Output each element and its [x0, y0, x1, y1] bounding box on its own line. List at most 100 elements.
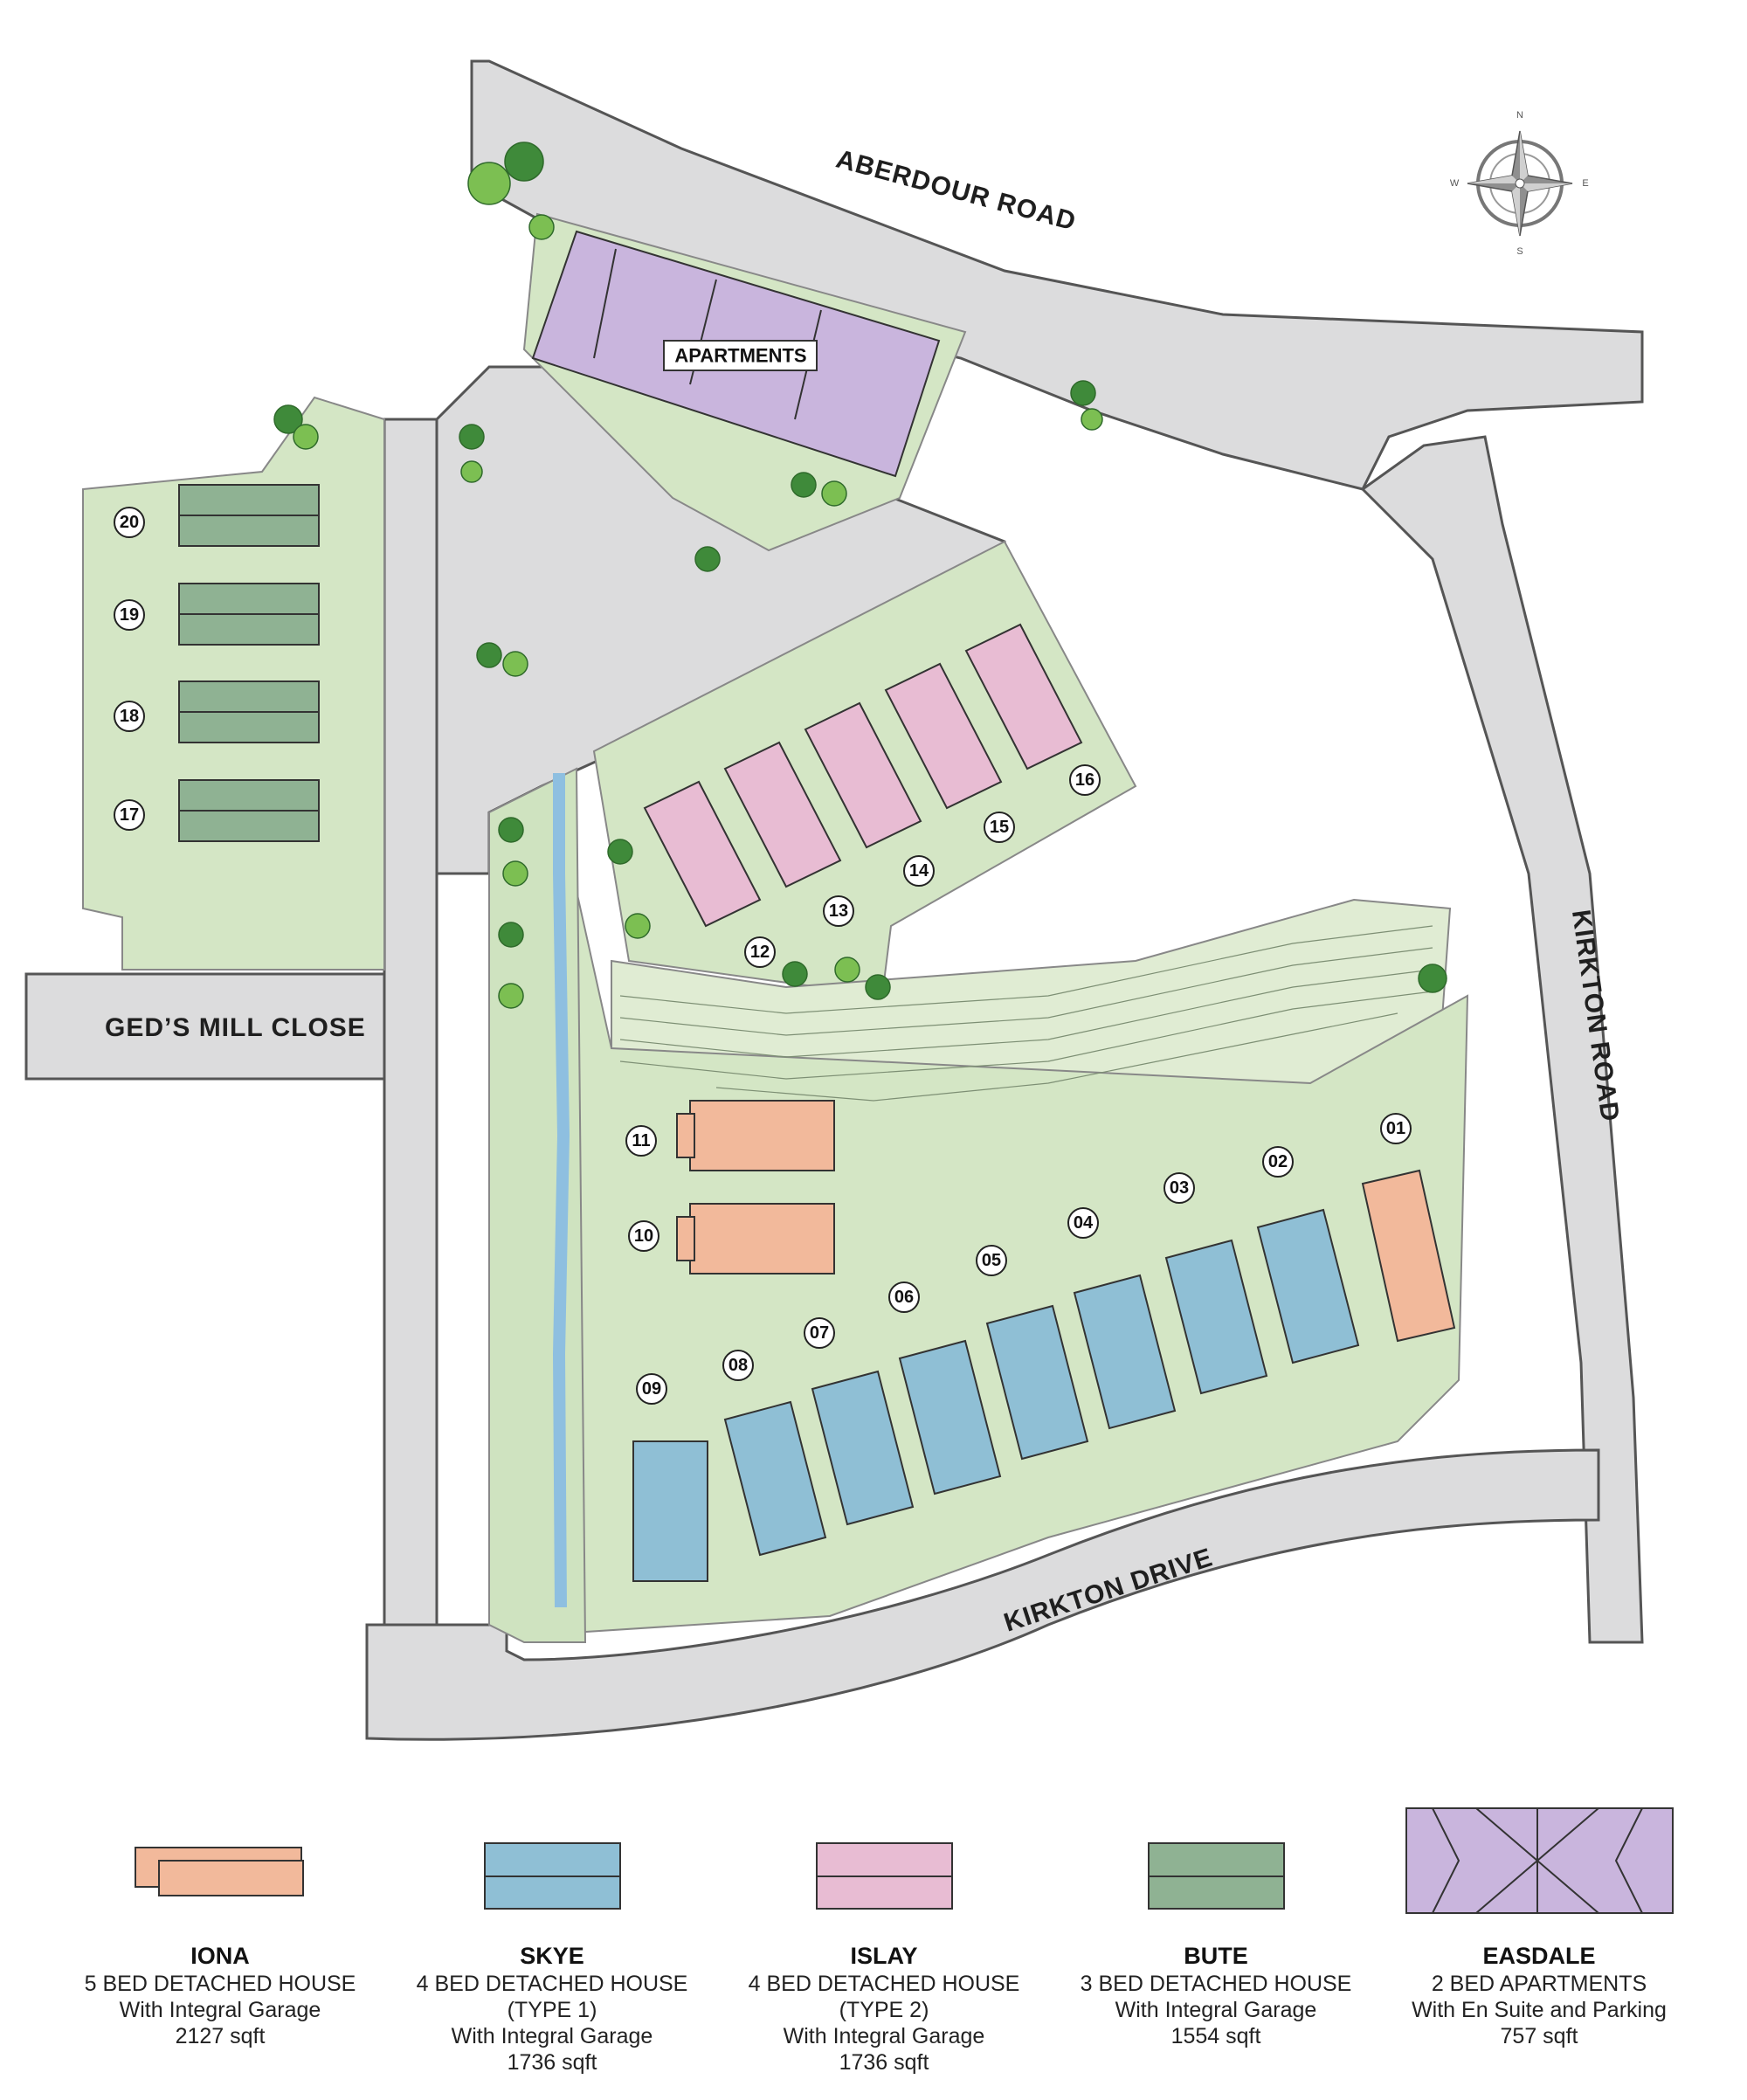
- apartments-label-box: APARTMENTS: [663, 340, 818, 371]
- plot-marker-17: 17: [114, 799, 145, 831]
- plot-marker-06: 06: [888, 1281, 920, 1313]
- plot-marker-19: 19: [114, 599, 145, 631]
- legend-swatch-bute: [1148, 1842, 1285, 1910]
- legend-islay-line-2: (TYPE 2): [839, 1998, 929, 2022]
- skye-house-03: [1164, 1239, 1268, 1395]
- svg-text:18: 18: [120, 707, 139, 726]
- iona-house-01: [1361, 1169, 1456, 1343]
- compass-north: N: [1516, 110, 1523, 121]
- legend-islay-name: ISLAY: [850, 1943, 917, 1969]
- islay-house-16: [964, 623, 1083, 770]
- iona-house-10: [689, 1203, 835, 1275]
- islay-house-12: [643, 780, 762, 928]
- plot-marker-09: 09: [636, 1373, 667, 1405]
- kirkton-road: [1360, 435, 1644, 1644]
- skye-houses: [632, 1208, 1360, 1582]
- skye-house-09: [632, 1440, 708, 1582]
- legend-islay-line-1: 4 BED DETACHED HOUSE: [749, 1972, 1020, 1996]
- legend-bute-name: BUTE: [1184, 1943, 1248, 1969]
- legend-iona-line-3: 2127 sqft: [176, 2024, 266, 2048]
- geds-mill-close-label: GED’S MILL CLOSE: [105, 1013, 366, 1042]
- svg-text:11: 11: [632, 1131, 650, 1150]
- legend-skye-line-3: With Integral Garage: [452, 2024, 653, 2048]
- svg-text:19: 19: [120, 605, 139, 625]
- legend-swatch-islay: [816, 1842, 953, 1910]
- skye-house-08: [723, 1400, 827, 1557]
- svg-text:13: 13: [829, 901, 848, 921]
- plot-marker-18: 18: [114, 701, 145, 732]
- plot-marker-14: 14: [903, 855, 935, 887]
- islay-house-15: [884, 662, 1003, 810]
- bute-houses: [178, 484, 320, 842]
- svg-text:06: 06: [894, 1288, 914, 1307]
- legend-swatch-easdale: [1405, 1807, 1674, 1914]
- svg-text:14: 14: [909, 861, 929, 881]
- legend-easdale-name: EASDALE: [1482, 1943, 1595, 1969]
- iona-houses: [676, 1100, 1456, 1343]
- legend-bute-line-1: 3 BED DETACHED HOUSE: [1081, 1972, 1352, 1996]
- legend: IONA 5 BED DETACHED HOUSE With Integral …: [85, 1807, 1674, 2075]
- legend-iona-name: IONA: [190, 1943, 250, 1969]
- plot-marker-07: 07: [804, 1317, 835, 1349]
- legend-skye-name: SKYE: [520, 1943, 584, 1969]
- legend-islay-line-3: With Integral Garage: [784, 2024, 985, 2048]
- islay-houses: [643, 623, 1083, 928]
- legend-easdale-line-1: 2 BED APARTMENTS: [1432, 1972, 1647, 1996]
- svg-text:03: 03: [1170, 1178, 1189, 1198]
- plot-marker-05: 05: [976, 1245, 1007, 1276]
- skye-house-07: [811, 1370, 915, 1526]
- svg-text:12: 12: [750, 943, 770, 962]
- plot-marker-10: 10: [628, 1220, 659, 1252]
- plot-marker-01: 01: [1380, 1113, 1412, 1144]
- legend-skye-line-2: (TYPE 1): [508, 1998, 597, 2022]
- svg-text:01: 01: [1386, 1119, 1405, 1138]
- svg-text:09: 09: [642, 1379, 661, 1399]
- svg-text:20: 20: [120, 513, 139, 532]
- compass-east: E: [1582, 178, 1588, 189]
- plot-marker-03: 03: [1164, 1172, 1195, 1204]
- plot-marker-16: 16: [1069, 764, 1101, 796]
- plot-marker-11: 11: [625, 1125, 657, 1157]
- legend-easdale-line-3: 757 sqft: [1501, 2024, 1578, 2048]
- contour-lines: [619, 925, 1433, 1102]
- plot-marker-13: 13: [823, 895, 854, 927]
- compass-south: S: [1516, 246, 1523, 257]
- skye-house-04: [1073, 1274, 1177, 1430]
- legend-iona-line-1: 5 BED DETACHED HOUSE: [85, 1972, 356, 1996]
- islay-house-14: [804, 701, 922, 849]
- plot-marker-12: 12: [744, 936, 776, 968]
- skye-house-02: [1256, 1208, 1360, 1364]
- legend-bute-line-2: With Integral Garage: [1115, 1998, 1317, 2022]
- legend-bute-line-3: 1554 sqft: [1171, 2024, 1261, 2048]
- legend-islay-line-4: 1736 sqft: [839, 2050, 929, 2075]
- plot-marker-02: 02: [1262, 1146, 1294, 1178]
- legend-skye-line-4: 1736 sqft: [508, 2050, 597, 2075]
- legend-swatch-iona: [135, 1847, 304, 1896]
- plot-marker-08: 08: [722, 1350, 754, 1381]
- islay-house-13: [723, 741, 842, 888]
- plot-marker-20: 20: [114, 507, 145, 538]
- svg-text:08: 08: [728, 1356, 748, 1375]
- iona-house-11: [689, 1100, 835, 1171]
- svg-text:04: 04: [1074, 1213, 1094, 1233]
- svg-text:07: 07: [810, 1323, 829, 1343]
- skye-house-05: [985, 1304, 1089, 1461]
- svg-text:17: 17: [120, 805, 139, 825]
- kirkton-drive: [365, 1448, 1600, 1741]
- svg-text:16: 16: [1075, 770, 1094, 790]
- legend-swatch-skye: [484, 1842, 621, 1910]
- svg-text:10: 10: [634, 1226, 653, 1246]
- compass-rose-icon: N S E W: [1450, 110, 1589, 257]
- svg-text:05: 05: [982, 1251, 1001, 1270]
- compass-west: W: [1450, 178, 1460, 189]
- apartments-label: APARTMENTS: [674, 345, 806, 367]
- legend-iona-line-2: With Integral Garage: [120, 1998, 321, 2022]
- trees: [273, 142, 1447, 1009]
- svg-text:15: 15: [990, 818, 1009, 837]
- geds-mill-close-road: [24, 972, 386, 1081]
- stream: [552, 773, 570, 1608]
- legend-skye-line-1: 4 BED DETACHED HOUSE: [417, 1972, 688, 1996]
- plot-marker-15: 15: [984, 812, 1015, 843]
- river-bank: [488, 767, 587, 1643]
